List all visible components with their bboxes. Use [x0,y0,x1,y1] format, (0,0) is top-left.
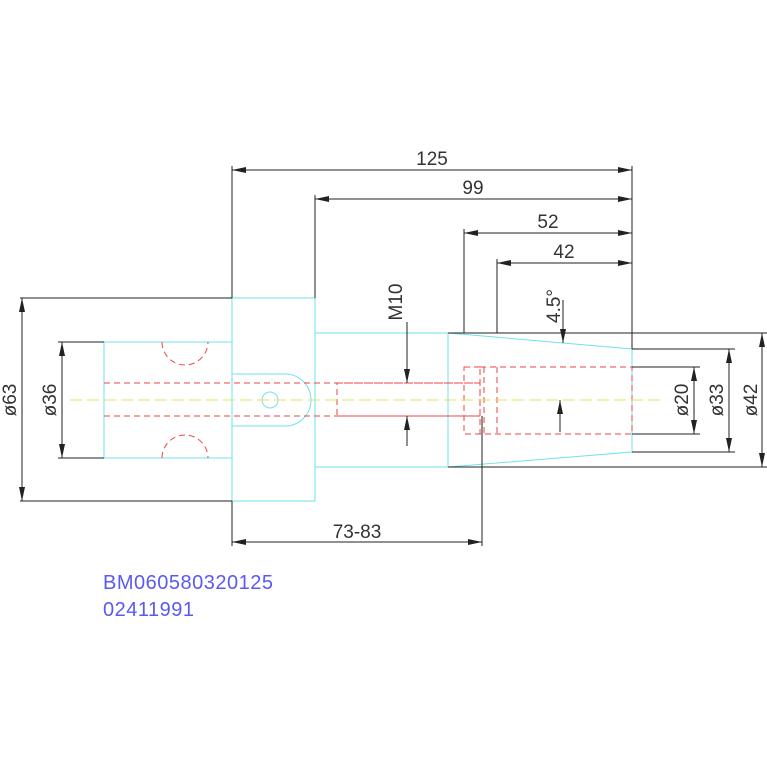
upper-cross-hole [161,341,209,366]
label-m10: M10 [386,284,407,321]
label-73-83: 73-83 [333,522,382,543]
arrow-dia42-top [759,333,765,347]
part-code-block: BM060580320125 02411991 [103,572,273,621]
label-52: 52 [537,212,558,233]
lower-cross-hole [161,434,209,459]
label-dia-63: ø63 [0,384,21,417]
arrow-63-bottom [19,487,25,501]
label-dia-33: ø33 [707,384,728,417]
arrow-73-right [468,539,482,545]
arrow-42-right [618,260,632,266]
dimension-labels: 125 99 52 42 73-83 ø63 ø36 ø20 ø33 ø42 M… [0,149,762,543]
arrow-20-top [691,367,697,381]
label-125: 125 [416,149,448,170]
label-dia-20: ø20 [672,384,693,417]
arrow-dia42-bottom [759,453,765,467]
label-dia-42: ø42 [741,384,762,417]
label-dia-36: ø36 [40,384,61,417]
arrow-36-top [59,342,65,356]
arrow-52-right [618,230,632,236]
arrow-99-left [315,196,329,202]
label-taper-angle: 4.5° [544,289,565,323]
arrowheads [19,167,765,545]
arrow-125-left [232,167,246,173]
arrow-52-left [464,230,478,236]
arrow-taper-top [560,329,566,343]
arrow-33-bottom [726,438,732,452]
arrow-63-top [19,298,25,312]
part-code-line2: 02411991 [103,599,195,621]
arrow-20-bottom [691,420,697,434]
arrow-125-right [618,167,632,173]
arrow-m10-top [404,369,410,383]
thread-bore [336,382,481,417]
label-99: 99 [462,178,483,199]
arrow-99-right [618,196,632,202]
arrow-m10-bottom [404,416,410,430]
label-42: 42 [553,242,574,263]
arrow-33-top [726,349,732,363]
arrow-42-left [497,260,511,266]
arrow-taper-bottom [557,400,563,414]
part-code-line1: BM060580320125 [103,572,273,594]
arrow-36-bottom [59,444,65,458]
dimension-lines [20,166,767,546]
arrow-73-left [232,539,246,545]
